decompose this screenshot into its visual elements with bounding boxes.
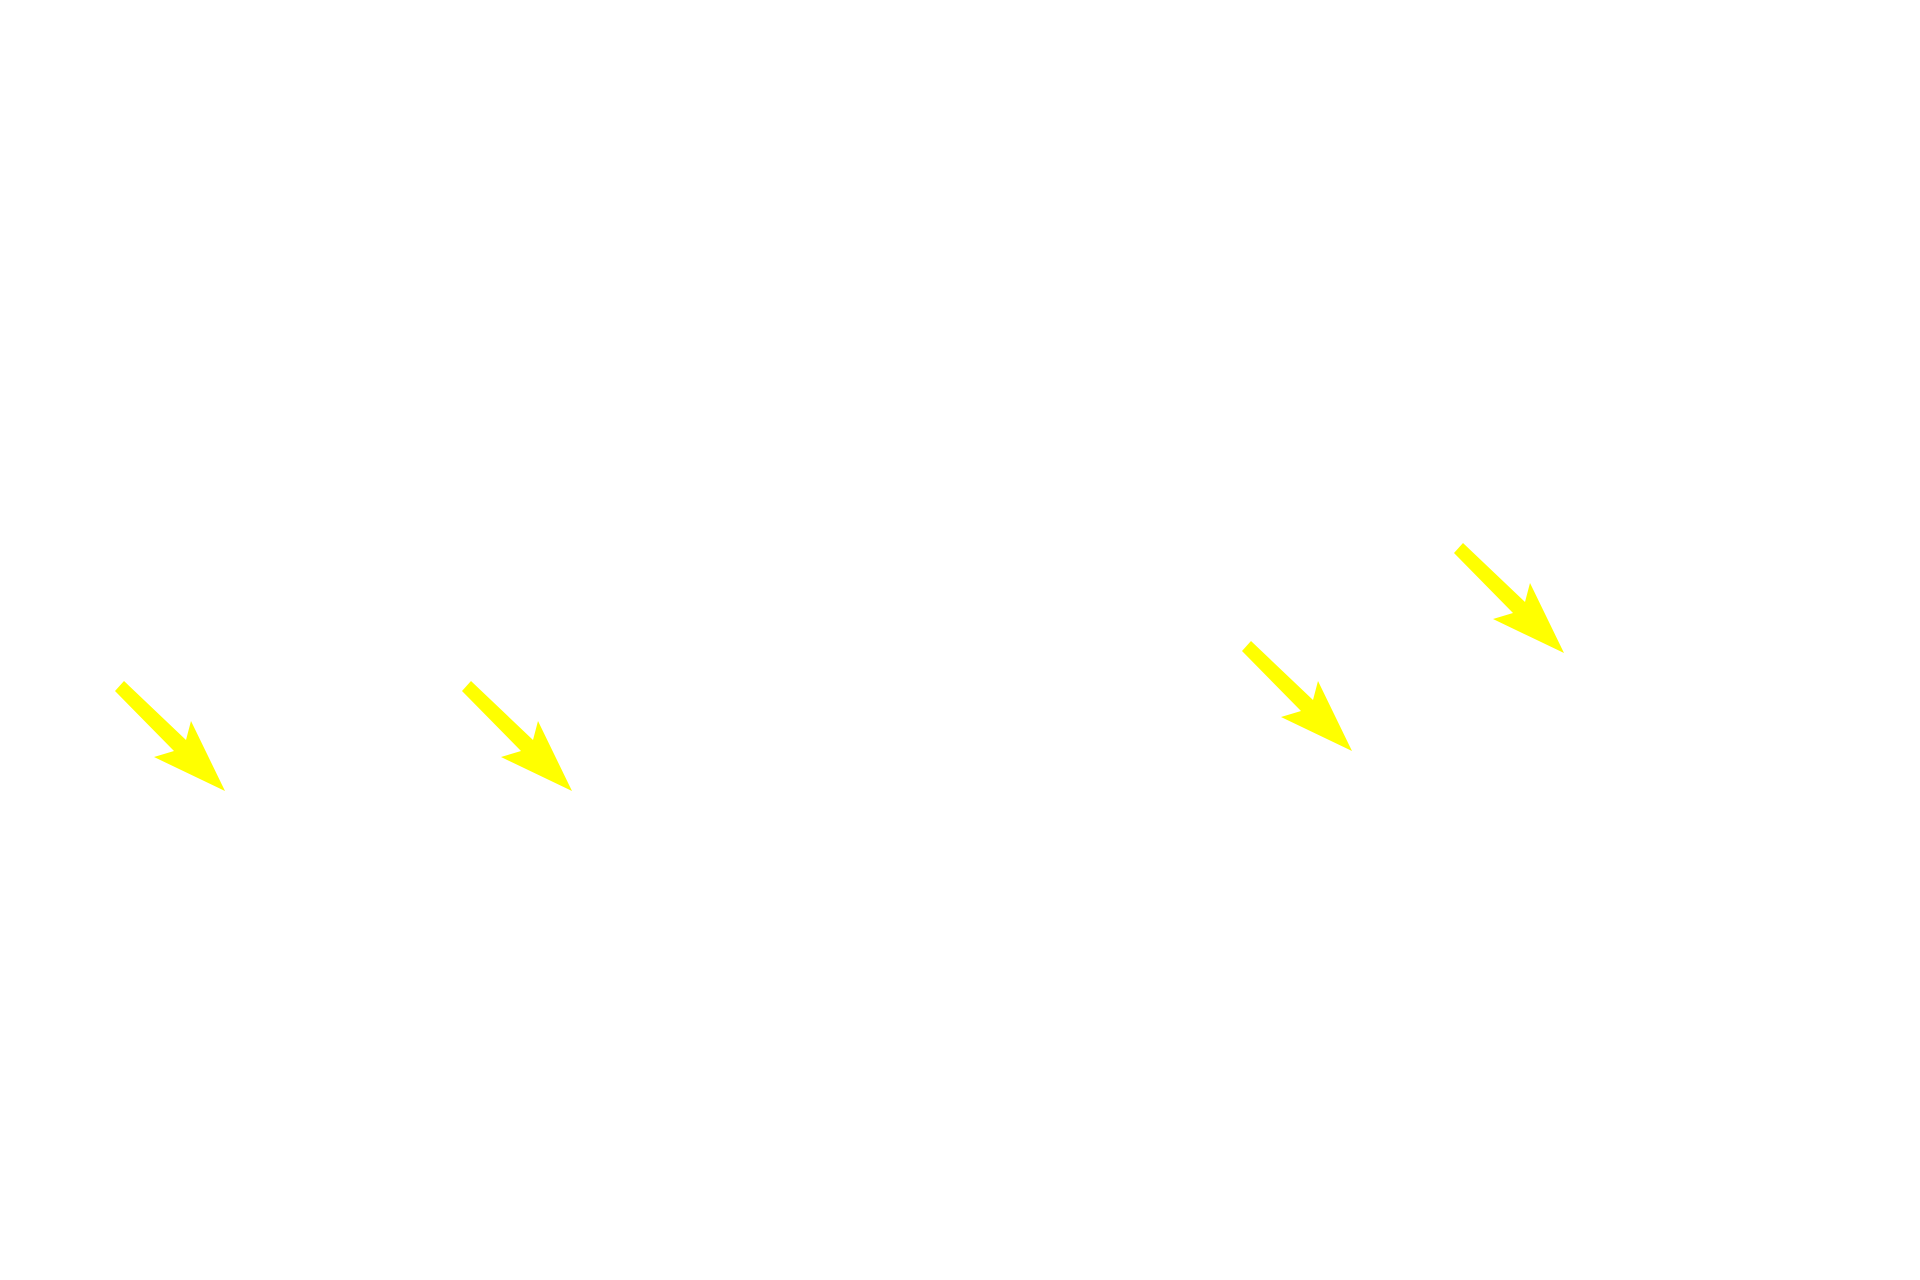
arrow-down-right-icon [1242,641,1352,751]
arrow-down-right-icon [462,681,572,791]
arrow-down-right-icon [1454,543,1564,653]
arrow-down-right-icon [115,681,225,791]
